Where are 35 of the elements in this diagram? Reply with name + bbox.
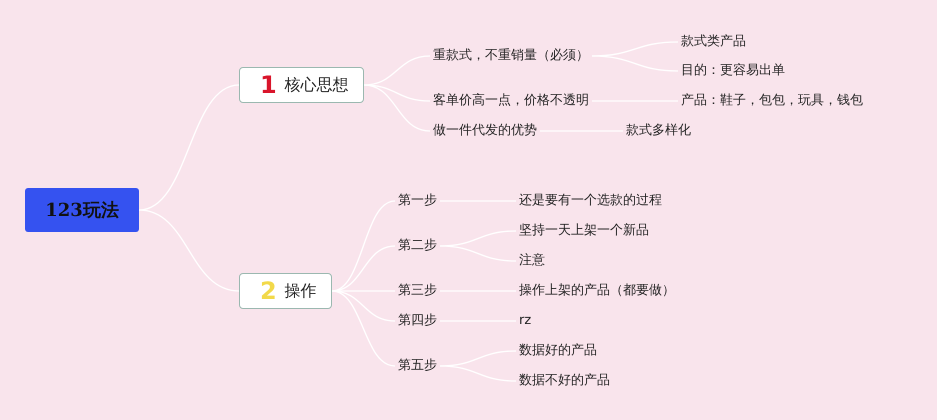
branch-line	[364, 55, 430, 86]
topic-box	[239, 273, 332, 309]
subtopic-label: rz	[516, 312, 534, 330]
branch-line	[440, 245, 516, 262]
subtopic-label: 客单价高一点，价格不透明	[430, 92, 592, 110]
subtopic-label: 第二步	[395, 237, 440, 255]
branch-line	[364, 84, 430, 132]
subtopic-label: 做一件代发的优势	[430, 122, 540, 140]
branch-line	[592, 55, 678, 72]
subtopic-label: 目的：更容易出单	[678, 62, 788, 80]
subtopic-label: 还是要有一个选款的过程	[516, 192, 665, 210]
subtopic-label: 第三步	[395, 282, 440, 300]
priority-number: 1	[260, 71, 277, 99]
branch-line	[440, 365, 516, 382]
subtopic-label: 第一步	[395, 192, 440, 210]
subtopic-label: 数据不好的产品	[516, 372, 613, 390]
priority-number: 2	[260, 277, 277, 305]
topic-label: 核心思想	[284, 74, 349, 96]
subtopic-label: 坚持一天上架一个新品	[516, 222, 652, 240]
subtopic-label: 第五步	[395, 357, 440, 375]
branch-line	[332, 200, 396, 292]
subtopic-label: 重款式，不重销量（必须）	[430, 47, 592, 65]
subtopic-label: 第四步	[395, 312, 440, 330]
subtopic-label: 产品：鞋子，包包，玩具，钱包	[678, 92, 866, 110]
subtopic-label: 款式多样化	[623, 122, 694, 140]
topic-box	[239, 67, 364, 103]
branch-line	[332, 290, 396, 367]
branch-line	[138, 209, 240, 292]
root-topic-box: 123玩法	[25, 188, 139, 232]
subtopic-label: 操作上架的产品（都要做）	[516, 282, 678, 300]
subtopic-label: 注意	[516, 252, 548, 270]
topic-label: 操作	[284, 280, 317, 302]
branch-line	[138, 84, 240, 211]
subtopic-label: 款式类产品	[678, 33, 749, 51]
subtopic-label: 数据好的产品	[516, 342, 600, 360]
